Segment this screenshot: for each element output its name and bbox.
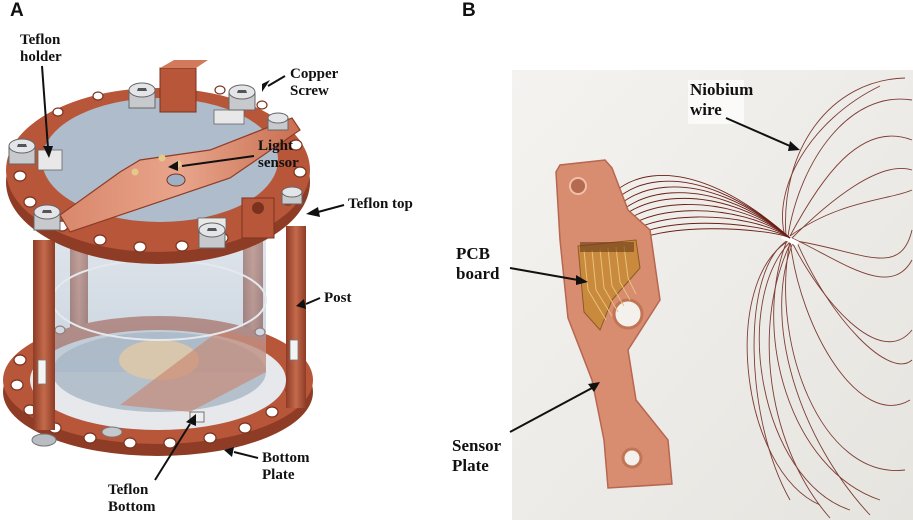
panel-a-arrows [41, 65, 345, 481]
label-bottom-plate-line2: Plate [262, 467, 295, 483]
label-light-sensor-line2: sensor [258, 155, 299, 171]
label-teflon-top: Teflon top [348, 196, 413, 212]
plate-hole-middle [612, 298, 644, 330]
plate-hole-top [569, 177, 587, 195]
label-teflon-holder-line2: holder [20, 49, 62, 65]
light-sensor-dot [158, 154, 166, 162]
label-teflon-bottom-line1: Teflon [108, 482, 149, 498]
post-front-right [286, 226, 306, 408]
panel-b-photo [512, 70, 913, 520]
label-niobium-wire-line1: Niobium [690, 80, 754, 99]
plate-hole-bottom [621, 447, 643, 469]
panel-letter-a: A [10, 0, 24, 21]
label-bottom-plate-line1: Bottom [262, 450, 310, 466]
post-front-left [33, 240, 55, 430]
teflon-holder-right [213, 109, 245, 125]
label-sensor-plate: Sensor Plate [452, 436, 501, 476]
label-pcb-board-line1: PCB [456, 244, 490, 263]
label-post: Post [324, 290, 352, 306]
top-block [159, 67, 197, 113]
copper-screws [8, 82, 303, 249]
label-copper-screw: Copper Screw [290, 66, 338, 100]
label-light-sensor-line1: Light [258, 138, 294, 154]
side-block [241, 197, 275, 239]
label-niobium-wire: Niobium wire [690, 80, 753, 120]
label-copper-screw-line2: Screw [290, 83, 329, 99]
label-copper-screw-line1: Copper [290, 66, 339, 82]
label-teflon-bottom: Teflon Bottom [108, 482, 156, 516]
label-sensor-plate-line1: Sensor [452, 436, 502, 455]
label-niobium-wire-line2: wire [690, 100, 722, 119]
sensor-hole [166, 173, 186, 187]
wire-tie [780, 233, 800, 247]
label-teflon-holder-line1: Teflon [20, 32, 61, 48]
panel-letter-b: B [462, 0, 476, 21]
label-pcb-board-line2: board [456, 264, 500, 283]
label-teflon-bottom-line2: Bottom [108, 499, 156, 515]
label-sensor-plate-line2: Plate [452, 456, 489, 475]
panel-a-assembly [3, 60, 313, 456]
niobium-wire-coil [746, 77, 913, 519]
label-bottom-plate: Bottom Plate [262, 450, 310, 484]
label-light-sensor: Light sensor [258, 138, 299, 172]
label-pcb-board: PCB board [456, 244, 499, 284]
teflon-bottom-piece [189, 411, 205, 423]
label-teflon-holder: Teflon holder [20, 32, 62, 66]
panel-b-arrows [509, 117, 800, 433]
